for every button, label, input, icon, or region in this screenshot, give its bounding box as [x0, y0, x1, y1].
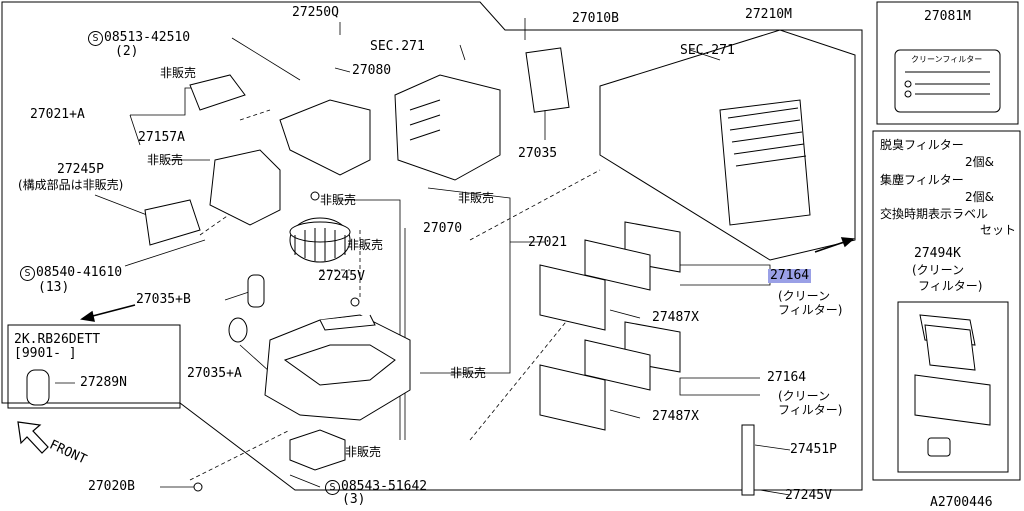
screw-08543-qty: (3) [342, 492, 366, 507]
part-27451p-label: 27451P [790, 442, 837, 457]
seal-27035a-drawing [228, 317, 248, 343]
screw-symbol-icon: S [20, 266, 35, 281]
part-27164-b-note-1: (クリーン [778, 389, 831, 403]
part-27245p-note: (構成部品は非販売) [18, 178, 124, 192]
filter-set-drawing [539, 221, 681, 431]
part-27164-b-note-2: フィルター) [778, 403, 843, 417]
not-for-sale-label-6: 非販売 [450, 366, 487, 380]
part-27035b-label: 27035+B [136, 292, 191, 307]
part-27250q-label: 27250Q [292, 5, 339, 20]
label-card-text: クリーンフィルター [911, 55, 983, 64]
part-27487x-label-b: 27487X [652, 409, 699, 424]
kit-line-5: 交換時期表示ラベル [880, 207, 989, 221]
diagram-id: A2700446 [930, 495, 993, 510]
kit-line-3: 集塵フィルター [880, 173, 964, 187]
not-for-sale-label-5: 非販売 [347, 238, 384, 252]
part-27164-highlighted-label: 27164 [768, 268, 812, 283]
screw-08540-qty: (13) [38, 280, 70, 295]
engine-note-box [7, 324, 181, 409]
part-27210m-label: 27210M [745, 7, 792, 22]
case-drawing [394, 74, 501, 181]
bracket-27451p-drawing [741, 424, 755, 496]
filter-housing-region [599, 29, 856, 261]
nut-27020b-drawing [193, 482, 203, 492]
seal-27289n-drawing [26, 369, 50, 406]
screw-08513-qty: (2) [115, 44, 139, 59]
not-for-sale-label-7: 非販売 [345, 445, 382, 459]
fan-wheel-drawing [289, 217, 351, 263]
part-27245v-label-a: 27245V [318, 269, 365, 284]
clip-drawing [310, 191, 320, 201]
part-27081m-label: 27081M [924, 9, 971, 24]
screw-symbol-icon: S [325, 480, 340, 495]
part-27164-label-b: 27164 [767, 370, 807, 385]
part-27021-label: 27021 [528, 235, 568, 250]
label-card-drawing [894, 49, 1001, 113]
duct-drawing [144, 74, 371, 246]
label-panel [876, 1, 1019, 125]
not-for-sale-label-1: 非販売 [160, 66, 197, 80]
filter-element-drawing [719, 99, 811, 226]
part-27021a-label: 27021+A [30, 107, 85, 122]
part-27494k-label: 27494K [914, 246, 961, 261]
kit-panel [872, 130, 1021, 481]
part-27494k-note-2: フィルター) [918, 279, 983, 293]
front-arrow-drawing [17, 421, 49, 454]
kit-line-1: 脱臭フィルター [880, 138, 964, 152]
sec271-label-b: SEC.271 [680, 43, 735, 58]
part-27494k-note-1: (クリーン [912, 263, 965, 277]
screw-symbol-icon: S [88, 31, 103, 46]
part-27245v-label-b: 27245V [785, 488, 832, 503]
blower-unit-drawing [264, 314, 411, 471]
engine-label-2: [9901- ] [14, 346, 77, 361]
part-27020b-label: 27020B [88, 479, 135, 494]
part-27010b-label: 27010B [572, 11, 619, 26]
not-for-sale-label-2: 非販売 [147, 153, 184, 167]
main-frame [1, 1, 863, 491]
part-27070-label: 27070 [423, 221, 463, 236]
kit-drawing [897, 301, 1009, 473]
part-27245p-label: 27245P [57, 162, 104, 177]
frame-27035-drawing [525, 47, 570, 113]
part-27487x-label-a: 27487X [652, 310, 699, 325]
engine-label-1: 2K.RB26DETT [14, 332, 101, 347]
part-27035-label: 27035 [518, 146, 558, 161]
part-27035a-label: 27035+A [187, 366, 242, 381]
seal-27035b-drawing [247, 274, 265, 308]
kit-line-2: 2個& [965, 155, 994, 169]
kit-line-6: セット [980, 223, 1017, 237]
not-for-sale-label-3: 非販売 [320, 193, 357, 207]
part-27157a-label: 27157A [138, 130, 185, 145]
not-for-sale-label-4: 非販売 [458, 191, 495, 205]
part-27289n-label: 27289N [80, 375, 127, 390]
part-27164-note-1: (クリーン [778, 289, 831, 303]
part-27080-label: 27080 [352, 63, 392, 78]
part-27164-note-2: フィルター) [778, 303, 843, 317]
kit-line-4: 2個& [965, 190, 994, 204]
sec271-label-a: SEC.271 [370, 39, 425, 54]
clip-27245v-drawing [350, 297, 360, 307]
